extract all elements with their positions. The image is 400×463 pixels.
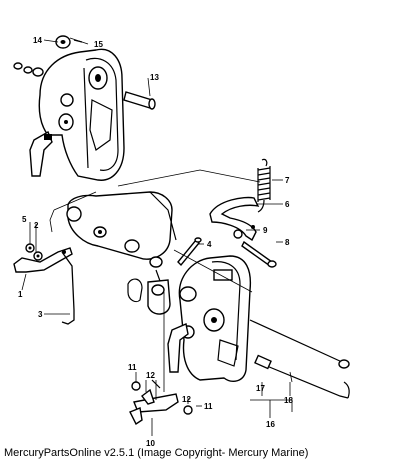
callout-11-right: 11 <box>204 402 213 411</box>
bolt-8 <box>241 240 277 268</box>
callout-3: 3 <box>38 310 43 319</box>
spring <box>257 158 271 213</box>
callout-18: 18 <box>284 396 293 405</box>
cable-assembly <box>254 354 350 399</box>
leader-lines <box>21 37 293 436</box>
callout-2: 2 <box>34 221 39 230</box>
lower-bracket-assembly <box>167 255 350 382</box>
middle-linkage-assembly <box>66 191 202 315</box>
callout-11-left: 11 <box>128 363 137 372</box>
link-bracket <box>209 196 260 242</box>
upper-bracket-assembly <box>13 35 156 181</box>
callout-6: 6 <box>285 200 290 209</box>
callout-15: 15 <box>94 40 103 49</box>
callout-17: 17 <box>256 384 265 393</box>
callout-7: 7 <box>285 176 290 185</box>
callout-12-left: 12 <box>146 371 155 380</box>
callout-14: 14 <box>33 36 42 45</box>
callout-8: 8 <box>285 238 290 247</box>
copyright-footer: MercuryPartsOnline v2.5.1 (Image Copyrig… <box>4 447 309 459</box>
callout-4: 4 <box>207 240 212 249</box>
callout-12-right: 12 <box>182 395 191 404</box>
callout-16: 16 <box>266 420 275 429</box>
callout-9: 9 <box>263 226 268 235</box>
left-lever-assembly <box>13 243 75 325</box>
callout-13: 13 <box>150 73 159 82</box>
callout-labels: 1 2 3 4 5 6 7 8 9 10 11 12 12 11 13 14 1… <box>18 36 293 448</box>
callout-10: 10 <box>146 439 155 448</box>
callout-5: 5 <box>22 215 27 224</box>
callout-1: 1 <box>18 290 23 299</box>
